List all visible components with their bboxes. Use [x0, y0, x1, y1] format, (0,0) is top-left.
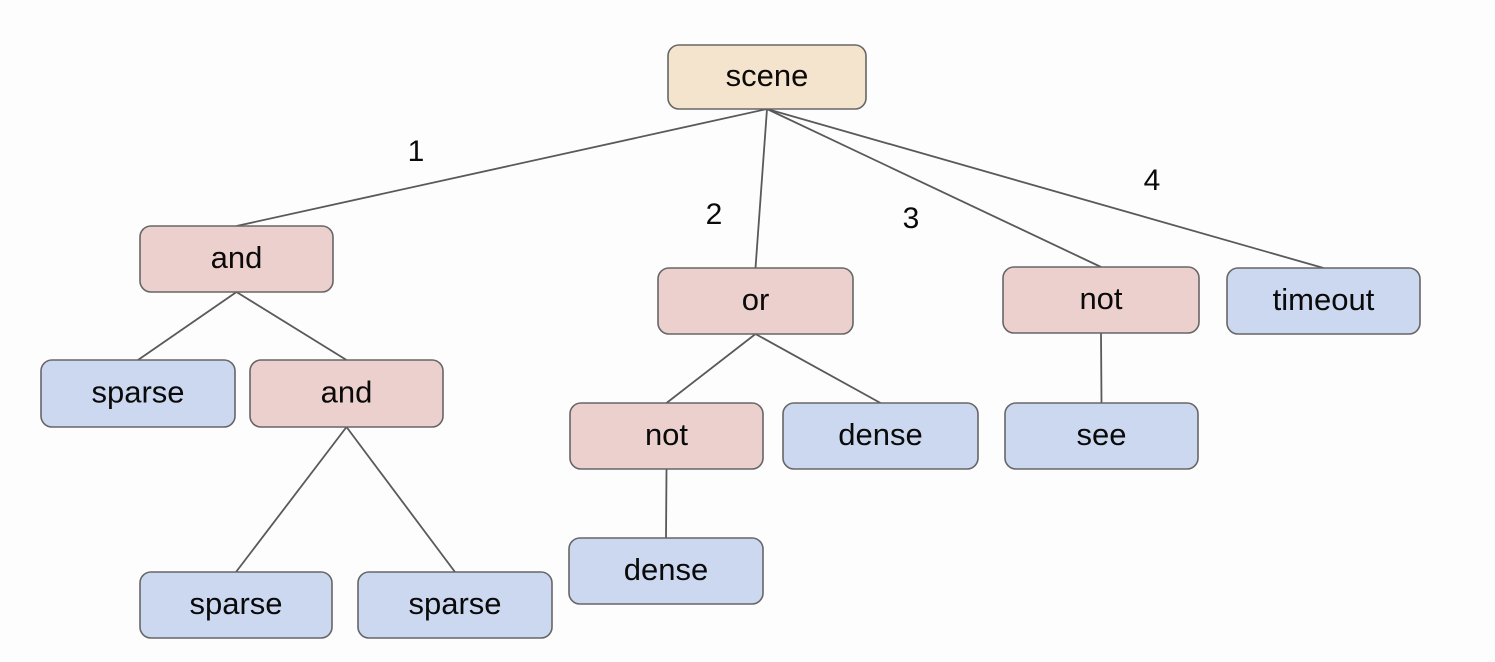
edge-label-1: 1	[408, 135, 425, 168]
tree-node-scene[interactable]: scene	[667, 44, 867, 110]
tree-edge-not2-to-dense2	[665, 468, 668, 539]
node-label-sparse1: sparse	[91, 375, 184, 410]
tree-node-timeout1[interactable]: timeout	[1226, 267, 1421, 335]
node-label-and2: and	[321, 375, 373, 410]
node-box-timeout1[interactable]	[1226, 267, 1421, 335]
node-label-or1: or	[742, 282, 770, 317]
edges-layer	[137, 108, 1324, 573]
node-box-dense1[interactable]	[782, 402, 979, 470]
edge-label-3: 3	[903, 202, 920, 235]
node-label-scene: scene	[726, 58, 809, 93]
tree-edge-scene-to-and1	[236, 108, 768, 227]
tree-edge-and1-to-sparse1	[137, 291, 238, 361]
tree-edge-scene-to-not1	[766, 108, 1102, 268]
node-label-dense1: dense	[838, 417, 922, 452]
tree-node-and2[interactable]: and	[249, 359, 444, 428]
edge-labels-layer: 1 2 3 4	[408, 135, 1161, 235]
tree-node-sparse2[interactable]: sparse	[139, 571, 333, 639]
tree-edge-not1-to-see1	[1100, 332, 1103, 404]
tree-edge-scene-to-or1	[754, 108, 768, 269]
node-box-sparse2[interactable]	[139, 571, 333, 639]
tree-edge-or1-to-not2	[665, 333, 757, 404]
tree-node-sparse3[interactable]: sparse	[357, 571, 553, 639]
tree-node-dense2[interactable]: dense	[568, 537, 764, 605]
node-label-not2: not	[645, 417, 688, 452]
node-box-sparse1[interactable]	[40, 359, 236, 428]
tree-node-sparse1[interactable]: sparse	[40, 359, 236, 428]
node-box-not2[interactable]	[569, 402, 764, 470]
tree-node-dense1[interactable]: dense	[782, 402, 979, 470]
node-box-see1[interactable]	[1004, 402, 1199, 470]
tree-edge-and1-to-and2	[236, 291, 347, 361]
tree-node-see1[interactable]: see	[1004, 402, 1199, 470]
tree-node-not1[interactable]: not	[1002, 266, 1200, 334]
node-label-dense2: dense	[624, 552, 708, 587]
edge-label-4: 4	[1144, 164, 1161, 197]
nodes-layer: scene and or not timeout sparse and not dense see…	[40, 44, 1421, 639]
node-label-timeout1: timeout	[1273, 282, 1375, 317]
node-label-see1: see	[1077, 417, 1127, 452]
tree-edge-or1-to-dense1	[755, 333, 881, 404]
node-box-scene[interactable]	[667, 44, 867, 110]
node-label-sparse3: sparse	[408, 586, 501, 621]
tree-node-not2[interactable]: not	[569, 402, 764, 470]
node-box-and1[interactable]	[139, 225, 334, 293]
node-box-and2[interactable]	[249, 359, 444, 428]
node-box-or1[interactable]	[657, 267, 854, 335]
tree-edge-and2-to-sparse3	[345, 426, 456, 573]
node-box-sparse3[interactable]	[357, 571, 553, 639]
node-box-not1[interactable]	[1002, 266, 1200, 334]
node-box-dense2[interactable]	[568, 537, 764, 605]
tree-node-or1[interactable]: or	[657, 267, 854, 335]
tree-edge-scene-to-timeout1	[766, 108, 1324, 269]
node-label-and1: and	[211, 240, 263, 275]
node-label-sparse2: sparse	[189, 586, 282, 621]
node-label-not1: not	[1079, 281, 1122, 316]
edge-label-2: 2	[706, 198, 723, 231]
tree-edge-and2-to-sparse2	[235, 426, 348, 573]
tree-node-and1[interactable]: and	[139, 225, 334, 293]
